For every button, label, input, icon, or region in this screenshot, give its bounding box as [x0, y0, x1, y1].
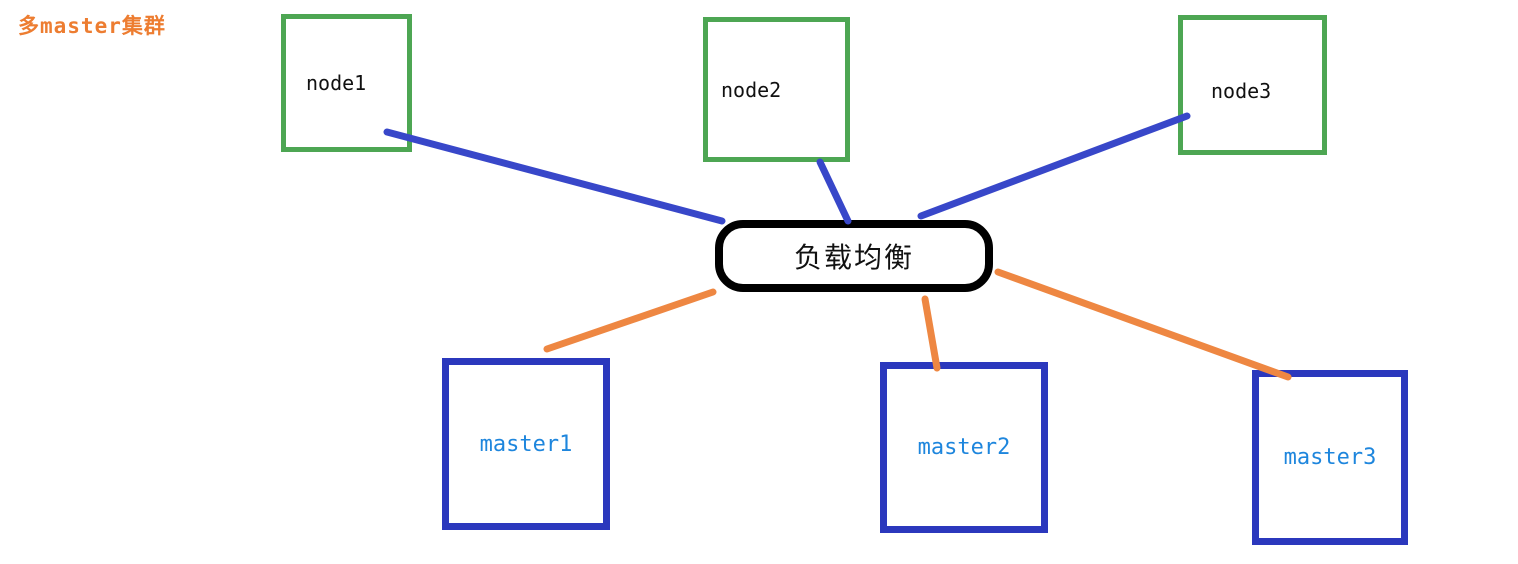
node3-label: node3: [1211, 79, 1272, 103]
node1-label: node1: [306, 71, 367, 95]
connection-line-node3-load-balancer: [917, 112, 1191, 220]
connection-line-load-balancer-master2: [921, 295, 941, 372]
connection-line-node1-load-balancer: [383, 128, 726, 225]
connection-line-load-balancer-master1: [543, 288, 717, 353]
node1-box: node1: [281, 14, 412, 152]
master1-label: master1: [479, 431, 573, 457]
master1-box: master1: [442, 358, 610, 530]
node2-label: node2: [721, 77, 782, 102]
node2-box: node2: [703, 17, 850, 162]
node3-box: node3: [1178, 15, 1327, 155]
master3-label: master3: [1283, 445, 1377, 470]
load-balancer-label: 负载均衡: [793, 241, 914, 274]
master2-label: master2: [917, 435, 1011, 460]
master2-box: master2: [880, 362, 1048, 533]
load-balancer-box: 负载均衡: [715, 220, 993, 292]
master3-box: master3: [1252, 370, 1408, 545]
connection-line-node2-load-balancer: [816, 158, 852, 225]
diagram-title: 多master集群: [18, 14, 166, 38]
